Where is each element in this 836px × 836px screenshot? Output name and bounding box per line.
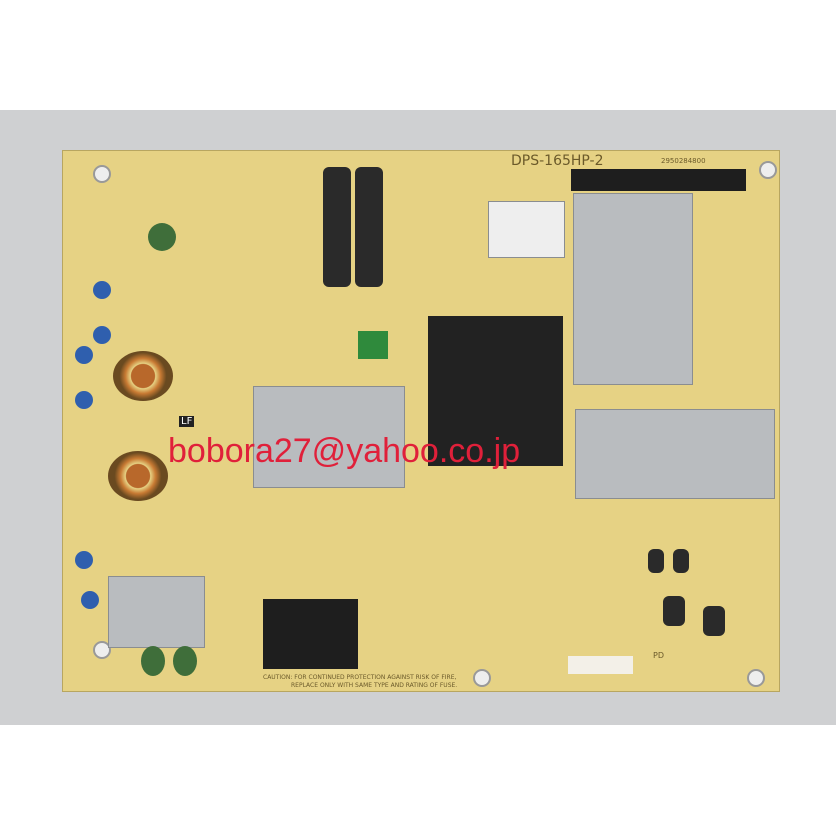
heatsink <box>253 386 405 488</box>
transformer <box>428 316 563 466</box>
varistor <box>148 223 176 251</box>
circuit-board: DPS-165HP-2 2950284800 LF PD CAUTION: FO… <box>62 150 780 692</box>
varistor <box>173 646 197 676</box>
transformer <box>263 599 358 669</box>
electrolytic-capacitor <box>663 596 685 626</box>
lf-mark: LF <box>179 416 195 427</box>
caution-text: REPLACE ONLY WITH SAME TYPE AND RATING O… <box>291 682 458 689</box>
mount-hole <box>93 165 111 183</box>
heatsink <box>108 576 205 648</box>
common-mode-choke <box>108 451 168 501</box>
mount-hole <box>747 669 765 687</box>
pd-mark: PD <box>653 651 664 660</box>
capacitor-green <box>358 331 388 359</box>
electrolytic-capacitor <box>703 606 725 636</box>
common-mode-choke <box>113 351 173 401</box>
y-capacitor <box>93 326 111 344</box>
heatsink <box>573 193 693 385</box>
electrolytic-capacitor <box>323 167 351 287</box>
caution-text: CAUTION: FOR CONTINUED PROTECTION AGAINS… <box>263 674 457 681</box>
y-capacitor <box>75 346 93 364</box>
connector <box>661 169 746 191</box>
y-capacitor <box>93 281 111 299</box>
y-capacitor <box>75 551 93 569</box>
electrolytic-capacitor <box>673 549 689 573</box>
serial-label: 2950284800 <box>661 157 706 165</box>
varistor <box>141 646 165 676</box>
electrolytic-capacitor <box>648 549 664 573</box>
y-capacitor <box>81 591 99 609</box>
connector <box>571 169 671 191</box>
mosfet-bracket <box>488 201 565 258</box>
model-label: DPS-165HP-2 <box>511 153 604 169</box>
electrolytic-capacitor <box>355 167 383 287</box>
watermark: bobora27@yahoo.co.jp <box>168 432 521 470</box>
mount-hole <box>473 669 491 687</box>
y-capacitor <box>75 391 93 409</box>
heatsink <box>575 409 775 499</box>
mount-hole <box>759 161 777 179</box>
mount-hole <box>93 641 111 659</box>
connector <box>568 656 633 674</box>
